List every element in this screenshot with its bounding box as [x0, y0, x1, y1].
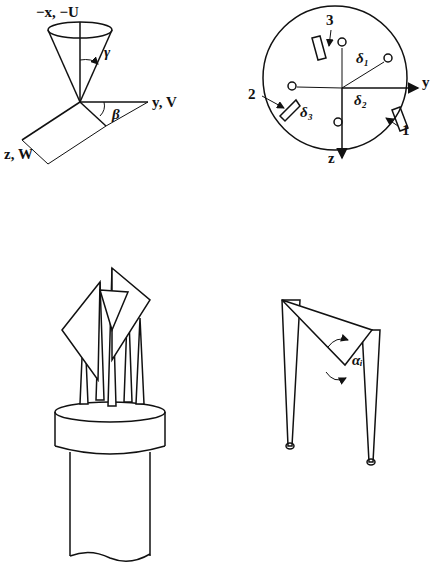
- angle-label: γ: [104, 44, 110, 61]
- angle-label: δ₂: [354, 92, 367, 109]
- axis-label: y: [422, 74, 430, 91]
- angle-label: δ₃: [300, 104, 313, 121]
- axis-label: −x, −U: [36, 4, 79, 21]
- angle-label: αᵢ: [352, 352, 363, 369]
- axis-label: z: [328, 150, 335, 167]
- angle-label: β: [112, 106, 120, 123]
- axis-label: y, V: [152, 94, 177, 111]
- axis-label: 1: [402, 122, 410, 139]
- axis-label: z, W: [4, 146, 33, 163]
- angle-label: δ₁: [356, 50, 369, 67]
- axis-label: 2: [248, 86, 256, 103]
- axis-label: 3: [326, 12, 334, 29]
